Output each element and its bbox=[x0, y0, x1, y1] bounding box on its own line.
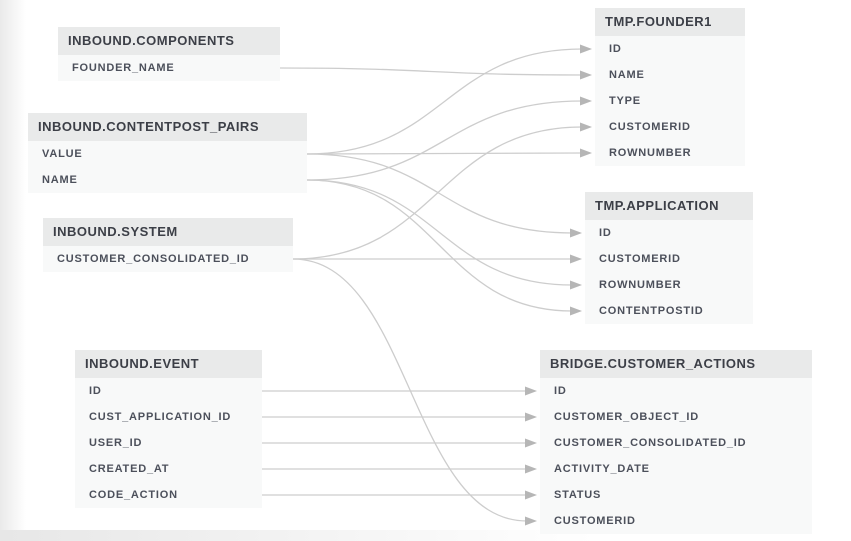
arrowhead-icon bbox=[570, 306, 582, 316]
field-tmp-founder1-type[interactable]: TYPE bbox=[609, 95, 641, 107]
arrowhead-icon bbox=[580, 70, 592, 80]
field-bridge-customer-actions-customer_consolidated_id[interactable]: CUSTOMER_CONSOLIDATED_ID bbox=[554, 437, 747, 449]
table-body: CUSTOMER_CONSOLIDATED_ID bbox=[43, 246, 293, 272]
connection-wire-customer_consolidated_id-to-customerid[interactable] bbox=[292, 126, 583, 260]
field-inbound-event-user_id[interactable]: USER_ID bbox=[89, 437, 143, 449]
table-header-bridge-customer-actions[interactable]: BRIDGE.CUSTOMER_ACTIONS bbox=[540, 350, 812, 378]
table-inbound-event: INBOUND.EVENT ID CUST_APPLICATION_ID USER_I… bbox=[75, 350, 262, 508]
arrowhead-icon bbox=[570, 254, 582, 264]
arrowhead-icon bbox=[525, 386, 537, 396]
field-tmp-founder1-customerid[interactable]: CUSTOMERID bbox=[609, 121, 691, 133]
field-inbound-contentpost-pairs-name[interactable]: NAME bbox=[42, 174, 78, 186]
field-inbound-event-id[interactable]: ID bbox=[89, 385, 102, 397]
field-inbound-event-created_at[interactable]: CREATED_AT bbox=[89, 463, 170, 475]
table-header-tmp-application[interactable]: TMP.APPLICATION bbox=[585, 192, 753, 220]
table-body: ID CUSTOMERID ROWNUMBER CONTENTPOSTID bbox=[585, 220, 753, 324]
table-bridge-customer-actions: BRIDGE.CUSTOMER_ACTIONS ID CUSTOMER_OBJECT… bbox=[540, 350, 812, 534]
arrowhead-icon bbox=[580, 122, 592, 132]
connection-wire-value-to-id[interactable] bbox=[306, 48, 583, 155]
connection-wire-name-to-contentpostid[interactable] bbox=[306, 179, 573, 312]
table-inbound-components: INBOUND.COMPONENTS FOUNDER_NAME bbox=[58, 27, 280, 81]
arrowhead-icon bbox=[580, 96, 592, 106]
field-tmp-application-rownumber[interactable]: ROWNUMBER bbox=[599, 279, 682, 291]
table-header-inbound-components[interactable]: INBOUND.COMPONENTS bbox=[58, 27, 280, 55]
field-tmp-application-contentpostid[interactable]: CONTENTPOSTID bbox=[599, 305, 704, 317]
connection-wire-value-to-id[interactable] bbox=[306, 153, 573, 234]
connection-wire-name-to-type[interactable] bbox=[306, 100, 583, 181]
arrowhead-icon bbox=[580, 44, 592, 54]
table-inbound-system: INBOUND.SYSTEM CUSTOMER_CONSOLIDATED_ID bbox=[43, 218, 293, 272]
field-inbound-contentpost-pairs-value[interactable]: VALUE bbox=[42, 148, 83, 160]
field-tmp-founder1-name[interactable]: NAME bbox=[609, 69, 645, 81]
field-tmp-application-customerid[interactable]: CUSTOMERID bbox=[599, 253, 681, 265]
table-body: VALUE NAME bbox=[28, 141, 307, 193]
field-tmp-application-id[interactable]: ID bbox=[599, 227, 612, 239]
table-body: ID NAME TYPE CUSTOMERID ROWNUMBER bbox=[595, 36, 745, 166]
arrowhead-icon bbox=[580, 148, 592, 158]
field-inbound-system-customer_consolidated_id[interactable]: CUSTOMER_CONSOLIDATED_ID bbox=[57, 253, 250, 265]
arrowhead-icon bbox=[525, 516, 537, 526]
connection-wire-name-to-rownumber[interactable] bbox=[306, 179, 573, 286]
field-inbound-event-code_action[interactable]: CODE_ACTION bbox=[89, 489, 178, 501]
field-inbound-components-founder_name[interactable]: FOUNDER_NAME bbox=[72, 62, 175, 74]
field-bridge-customer-actions-status[interactable]: STATUS bbox=[554, 489, 602, 501]
arrowhead-icon bbox=[525, 464, 537, 474]
table-tmp-application: TMP.APPLICATION ID CUSTOMERID ROWNUMBER CONT… bbox=[585, 192, 753, 324]
arrowhead-icon bbox=[525, 438, 537, 448]
arrowhead-icon bbox=[570, 228, 582, 238]
table-header-inbound-event[interactable]: INBOUND.EVENT bbox=[75, 350, 262, 378]
arrowhead-icon bbox=[525, 490, 537, 500]
table-body: ID CUST_APPLICATION_ID USER_ID CREATED_AT CO… bbox=[75, 378, 262, 508]
field-tmp-founder1-rownumber[interactable]: ROWNUMBER bbox=[609, 147, 692, 159]
field-bridge-customer-actions-customerid[interactable]: CUSTOMERID bbox=[554, 515, 636, 527]
table-inbound-contentpost-pairs: INBOUND.CONTENTPOST_PAIRS VALUE NAME bbox=[28, 113, 307, 193]
table-body: FOUNDER_NAME bbox=[58, 55, 280, 81]
connection-wire-founder_name-to-name[interactable] bbox=[279, 67, 583, 76]
field-bridge-customer-actions-id[interactable]: ID bbox=[554, 385, 567, 397]
table-body: ID CUSTOMER_OBJECT_ID CUSTOMER_CONSOLIDATE… bbox=[540, 378, 812, 534]
arrowhead-icon bbox=[525, 412, 537, 422]
table-header-tmp-founder1[interactable]: TMP.FOUNDER1 bbox=[595, 8, 745, 36]
field-inbound-event-cust_application_id[interactable]: CUST_APPLICATION_ID bbox=[89, 411, 232, 423]
field-tmp-founder1-id[interactable]: ID bbox=[609, 43, 622, 55]
field-bridge-customer-actions-activity_date[interactable]: ACTIVITY_DATE bbox=[554, 463, 650, 475]
table-header-inbound-contentpost-pairs[interactable]: INBOUND.CONTENTPOST_PAIRS bbox=[28, 113, 307, 141]
table-header-inbound-system[interactable]: INBOUND.SYSTEM bbox=[43, 218, 293, 246]
connection-wire-value-to-rownumber[interactable] bbox=[306, 152, 583, 155]
field-bridge-customer-actions-customer_object_id[interactable]: CUSTOMER_OBJECT_ID bbox=[554, 411, 699, 423]
connection-wire-customer_consolidated_id-to-customerid[interactable] bbox=[292, 258, 528, 522]
arrowhead-icon bbox=[570, 280, 582, 290]
